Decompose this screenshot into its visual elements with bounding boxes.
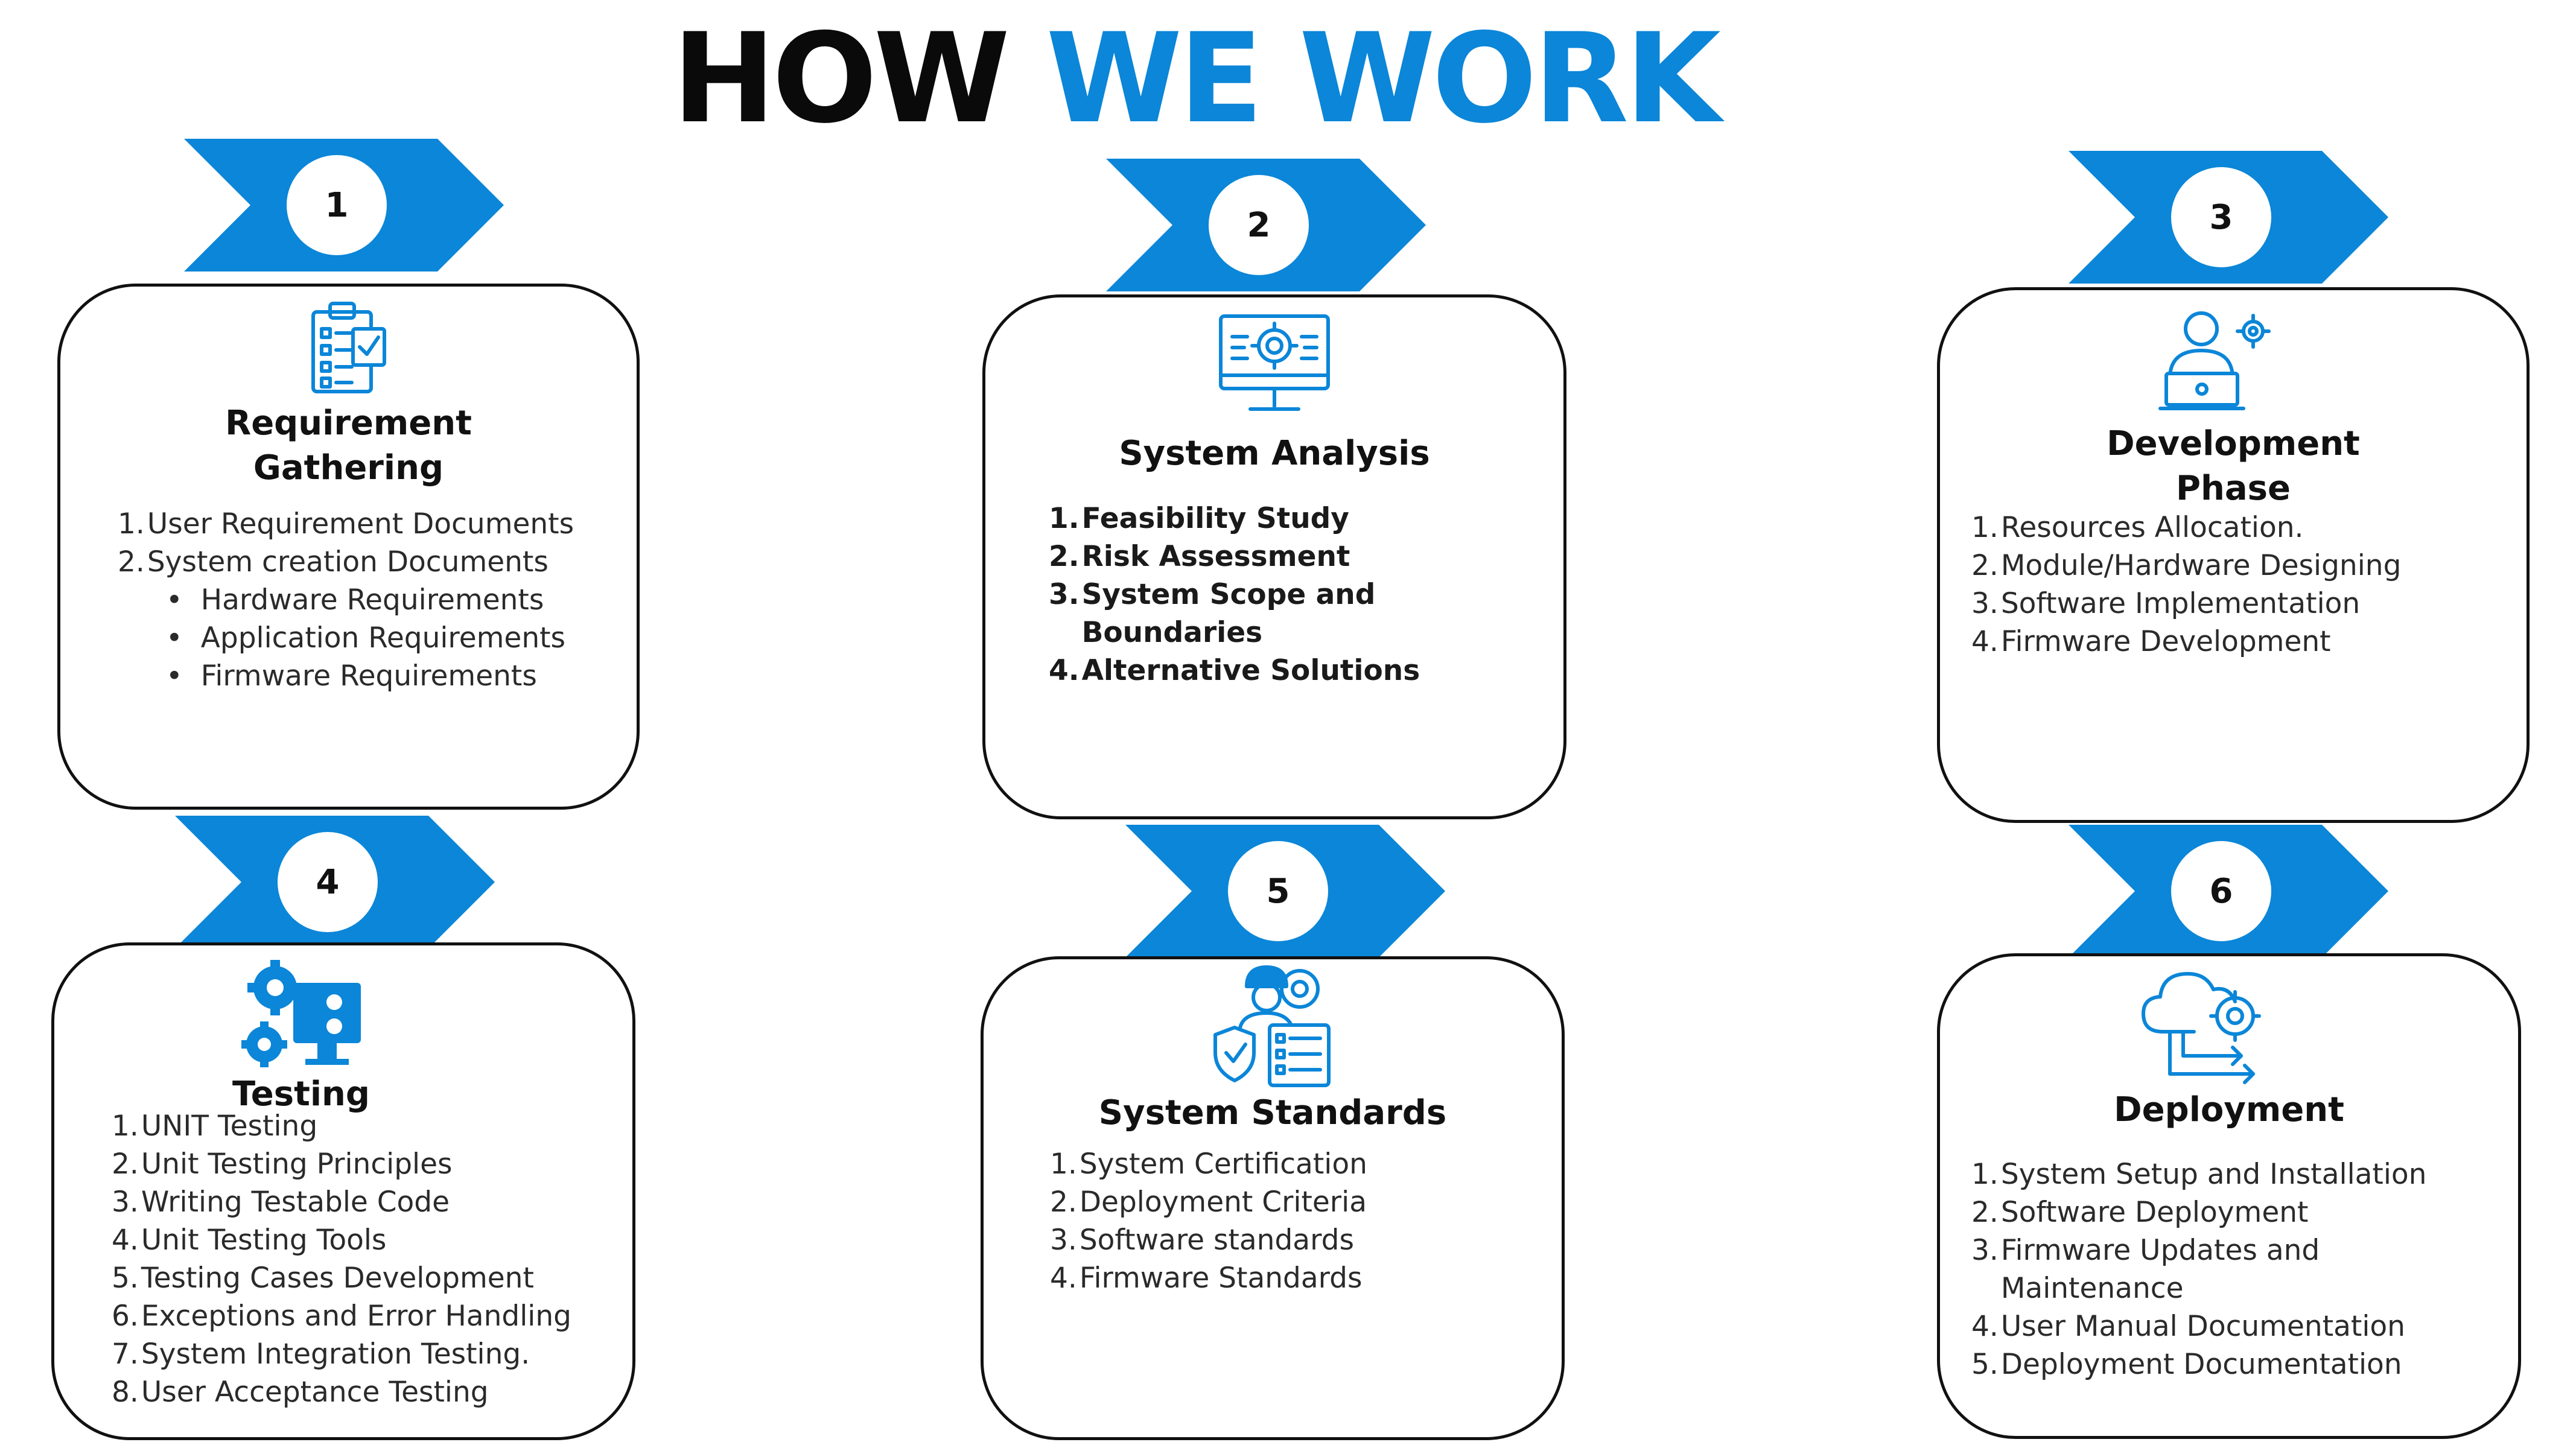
list-item: 2.Risk Assessment (1049, 540, 1350, 573)
step-3-title: Development Phase (2107, 424, 2360, 508)
step-1-card: Requirement Gathering 1.User Requirement… (57, 284, 640, 810)
step-4-card: Testing 1.UNIT Testing 2.Unit Testing Pr… (51, 942, 635, 1440)
clipboard-checklist-icon (310, 299, 388, 398)
list-item: 1.System Certification (1050, 1148, 1367, 1181)
title-word-how: HOW (672, 7, 1010, 151)
sub-list-item: Application Requirements (166, 619, 574, 657)
step-6-list: 1.System Setup and Installation 2.Softwa… (1971, 1155, 2426, 1383)
step-6-chevron: 6 (2069, 825, 2388, 957)
step-5-title: System Standards (1098, 1093, 1447, 1132)
title-word-we-work: WE WORK (1046, 7, 1721, 151)
step-2-list: 1.Feasibility Study 2.Risk Assessment 3.… (1049, 500, 1420, 690)
page-title: HOW WE WORK (0, 14, 2390, 144)
step-5-card: System Standards 1.System Certification … (981, 956, 1565, 1440)
list-item: 4.Firmware Standards (1050, 1262, 1363, 1295)
list-item: 5.Testing Cases Development (112, 1262, 534, 1295)
list-item: 7.System Integration Testing. (112, 1338, 530, 1371)
step-4-list: 1.UNIT Testing 2.Unit Testing Principles… (112, 1107, 571, 1411)
step-2-title: System Analysis (1119, 434, 1430, 473)
list-item: 8.User Acceptance Testing (112, 1376, 489, 1409)
list-item: 3.Firmware Updates and Maintenance (1971, 1234, 2320, 1305)
engineer-shield-checklist-icon (1209, 962, 1336, 1091)
sub-list-item: Hardware Requirements (166, 581, 574, 619)
list-item: 1.Resources Allocation. (1971, 511, 2304, 544)
developer-laptop-icon (2158, 307, 2272, 415)
step-3-number-badge: 3 (2171, 167, 2271, 267)
step-3-card: Development Phase 1.Resources Allocation… (1937, 287, 2530, 823)
list-item: 2.Software Deployment (1971, 1196, 2309, 1229)
list-item: 2.Deployment Criteria (1050, 1186, 1367, 1219)
list-item: 6.Exceptions and Error Handling (112, 1300, 571, 1333)
step-1-number-badge: 1 (287, 155, 387, 255)
step-1-title: Requirement Gathering (225, 404, 472, 487)
step-6-title: Deployment (2114, 1090, 2344, 1129)
list-item: 2.Unit Testing Principles (112, 1148, 453, 1181)
list-item: 2.System creation Documents (118, 545, 549, 579)
step-3-chevron: 3 (2069, 151, 2388, 284)
step-4-number-badge: 4 (278, 832, 378, 932)
list-item: 4.Firmware Development (1971, 625, 2331, 658)
monitor-gear-icon (1217, 313, 1332, 421)
list-item: 4.User Manual Documentation (1971, 1310, 2405, 1343)
list-item: 4.Unit Testing Tools (112, 1224, 387, 1257)
list-item: 2.Module/Hardware Designing (1971, 549, 2402, 582)
list-item: 1.UNIT Testing (112, 1110, 318, 1143)
cloud-gear-arrows-icon (2139, 965, 2271, 1088)
step-6-card: Deployment 1.System Setup and Installati… (1937, 953, 2521, 1439)
list-item: 4.Alternative Solutions (1049, 654, 1420, 687)
gears-monitor-icon (238, 959, 364, 1082)
step-5-chevron: 5 (1125, 825, 1445, 957)
list-item: 1.System Setup and Installation (1971, 1158, 2427, 1191)
step-4-chevron: 4 (175, 816, 495, 948)
step-4-title: Testing (232, 1075, 370, 1114)
list-item: 3.Software standards (1050, 1224, 1354, 1257)
step-6-number-badge: 6 (2171, 841, 2271, 941)
list-item: 1.Feasibility Study (1049, 502, 1349, 535)
list-item: 3.Software Implementation (1971, 587, 2361, 620)
step-5-list: 1.System Certification 2.Deployment Crit… (1050, 1145, 1367, 1297)
list-item: 3.System Scope and Boundaries (1049, 578, 1376, 649)
sub-list-item: Firmware Requirements (166, 657, 574, 695)
list-item: 1.User Requirement Documents (118, 507, 574, 541)
step-2-card: System Analysis 1.Feasibility Study 2.Ri… (982, 294, 1566, 819)
step-1-list: 1.User Requirement Documents 2.System cr… (118, 505, 574, 695)
list-item: 3.Writing Testable Code (112, 1186, 450, 1219)
step-2-number-badge: 2 (1209, 175, 1309, 275)
step-5-number-badge: 5 (1228, 841, 1328, 941)
list-item: 5.Deployment Documentation (1971, 1348, 2402, 1381)
step-2-chevron: 2 (1106, 159, 1426, 291)
step-3-list: 1.Resources Allocation. 2.Module/Hardwar… (1971, 509, 2401, 661)
step-1-chevron: 1 (184, 139, 504, 272)
